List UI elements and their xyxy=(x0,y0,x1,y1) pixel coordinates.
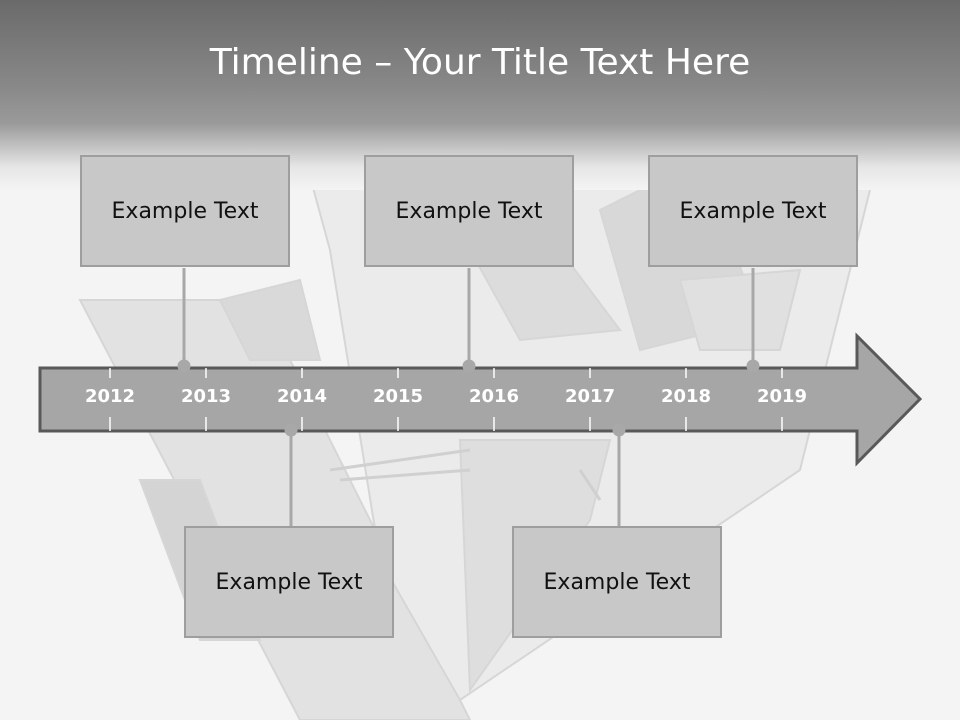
text-box-top-3: Example Text xyxy=(648,155,858,267)
year-label-2019: 2019 xyxy=(756,386,808,407)
page-title: Timeline – Your Title Text Here xyxy=(209,42,751,83)
text-box-bottom-2: Example Text xyxy=(512,526,722,638)
text-box-top-2: Example Text xyxy=(364,155,574,267)
year-label-2015: 2015 xyxy=(372,386,424,407)
year-label-2016: 2016 xyxy=(468,386,520,407)
year-label-2017: 2017 xyxy=(564,386,616,407)
year-label-2013: 2013 xyxy=(180,386,232,407)
text-box-bottom-1: Example Text xyxy=(184,526,394,638)
year-ticks xyxy=(109,368,783,431)
timeline-arrow xyxy=(38,332,923,467)
text-box-top-1: Example Text xyxy=(80,155,290,267)
year-label-2018: 2018 xyxy=(660,386,712,407)
year-label-2014: 2014 xyxy=(276,386,328,407)
year-label-2012: 2012 xyxy=(84,386,136,407)
